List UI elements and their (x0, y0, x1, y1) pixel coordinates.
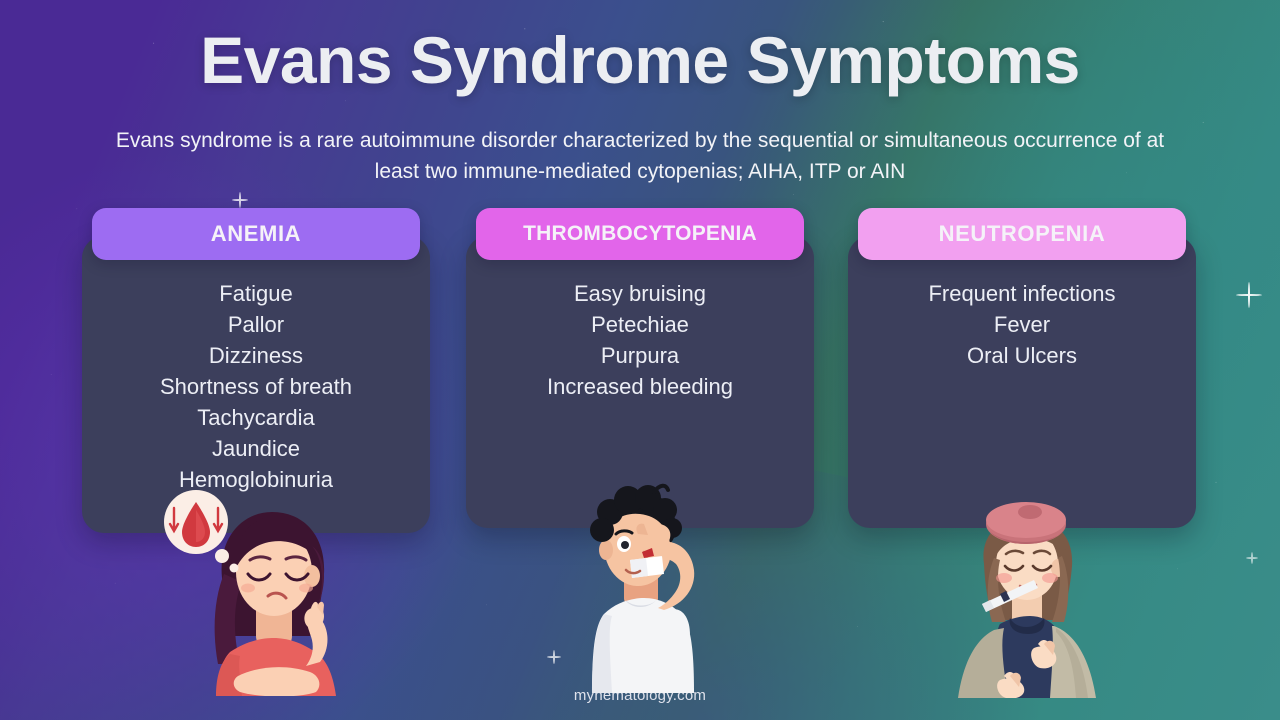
list-item: Oral Ulcers (966, 343, 1077, 368)
card-title: THROMBOCYTOPENIA (523, 222, 757, 245)
list-item: Jaundice (211, 436, 301, 461)
page-subtitle: Evans syndrome is a rare autoimmune diso… (115, 129, 1165, 183)
illustration-sick-woman (938, 498, 1118, 698)
list-item: Fever (993, 312, 1051, 337)
symptom-cards-row: ANEMIA Fatigue Pallor Dizziness Shortnes… (0, 208, 1280, 538)
list-item: Purpura (600, 343, 680, 368)
card-title: NEUTROPENIA (938, 221, 1106, 246)
card-body (466, 236, 814, 528)
card-body (848, 236, 1196, 528)
list-item: Hemoglobinuria (178, 467, 334, 492)
symptom-list-neutropenia: Frequent infections Fever Oral Ulcers (848, 278, 1196, 371)
card-header-anemia: ANEMIA (92, 208, 420, 260)
illustration-tired-woman (160, 486, 360, 696)
list-item: Fatigue (219, 281, 293, 306)
card-header-thrombocytopenia: THROMBOCYTOPENIA (476, 208, 804, 260)
card-body (82, 236, 430, 533)
list-item: Petechiae (591, 312, 689, 337)
page-title: Evans Syndrome Symptoms (200, 23, 1080, 97)
illustration-boy-nosebleed (566, 478, 726, 693)
list-item: Increased bleeding (547, 374, 733, 399)
card-header-neutropenia: NEUTROPENIA (858, 208, 1186, 260)
card-title: ANEMIA (210, 221, 302, 246)
list-item: Pallor (227, 312, 285, 337)
symptom-list-thrombocytopenia: Easy bruising Petechiae Purpura Increase… (466, 278, 814, 402)
list-item: Tachycardia (197, 405, 315, 430)
symptom-list-anemia: Fatigue Pallor Dizziness Shortness of br… (82, 278, 430, 495)
list-item: Easy bruising (573, 281, 707, 306)
list-item: Dizziness (208, 343, 304, 368)
list-item: Shortness of breath (159, 374, 352, 399)
list-item: Frequent infections (928, 281, 1116, 306)
